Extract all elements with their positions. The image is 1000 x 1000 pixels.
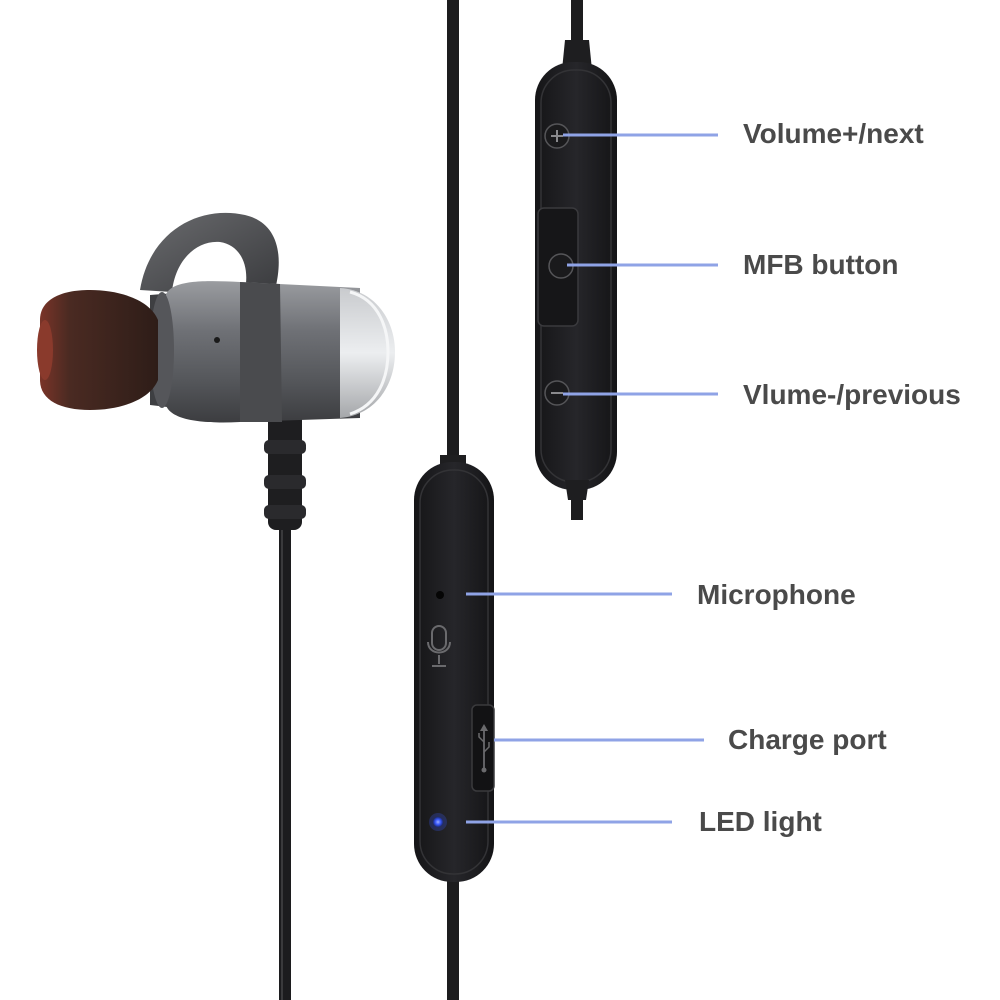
battery-remote xyxy=(414,462,495,882)
mfb-button xyxy=(537,207,579,327)
button-remote xyxy=(535,40,617,500)
earbud xyxy=(150,281,395,423)
strain-relief xyxy=(264,405,306,530)
charge-port xyxy=(471,704,495,792)
plus-icon xyxy=(544,123,570,149)
leader-lines xyxy=(466,133,718,824)
volume-down-label: Vlume-/previous xyxy=(743,379,961,410)
microphone-icon xyxy=(427,625,451,667)
ear-hook xyxy=(140,212,279,292)
microphone-label: Microphone xyxy=(697,579,856,610)
usb-icon xyxy=(478,724,490,773)
microphone-hole xyxy=(436,591,444,599)
led-light xyxy=(429,813,447,831)
mfb-button-label: MFB button xyxy=(743,249,899,280)
ear-tip xyxy=(37,290,158,410)
volume-up-label: Volume+/next xyxy=(743,118,924,149)
led-light-label: LED light xyxy=(699,806,822,837)
left-cable xyxy=(279,520,291,1000)
charge-port-label: Charge port xyxy=(728,724,887,755)
